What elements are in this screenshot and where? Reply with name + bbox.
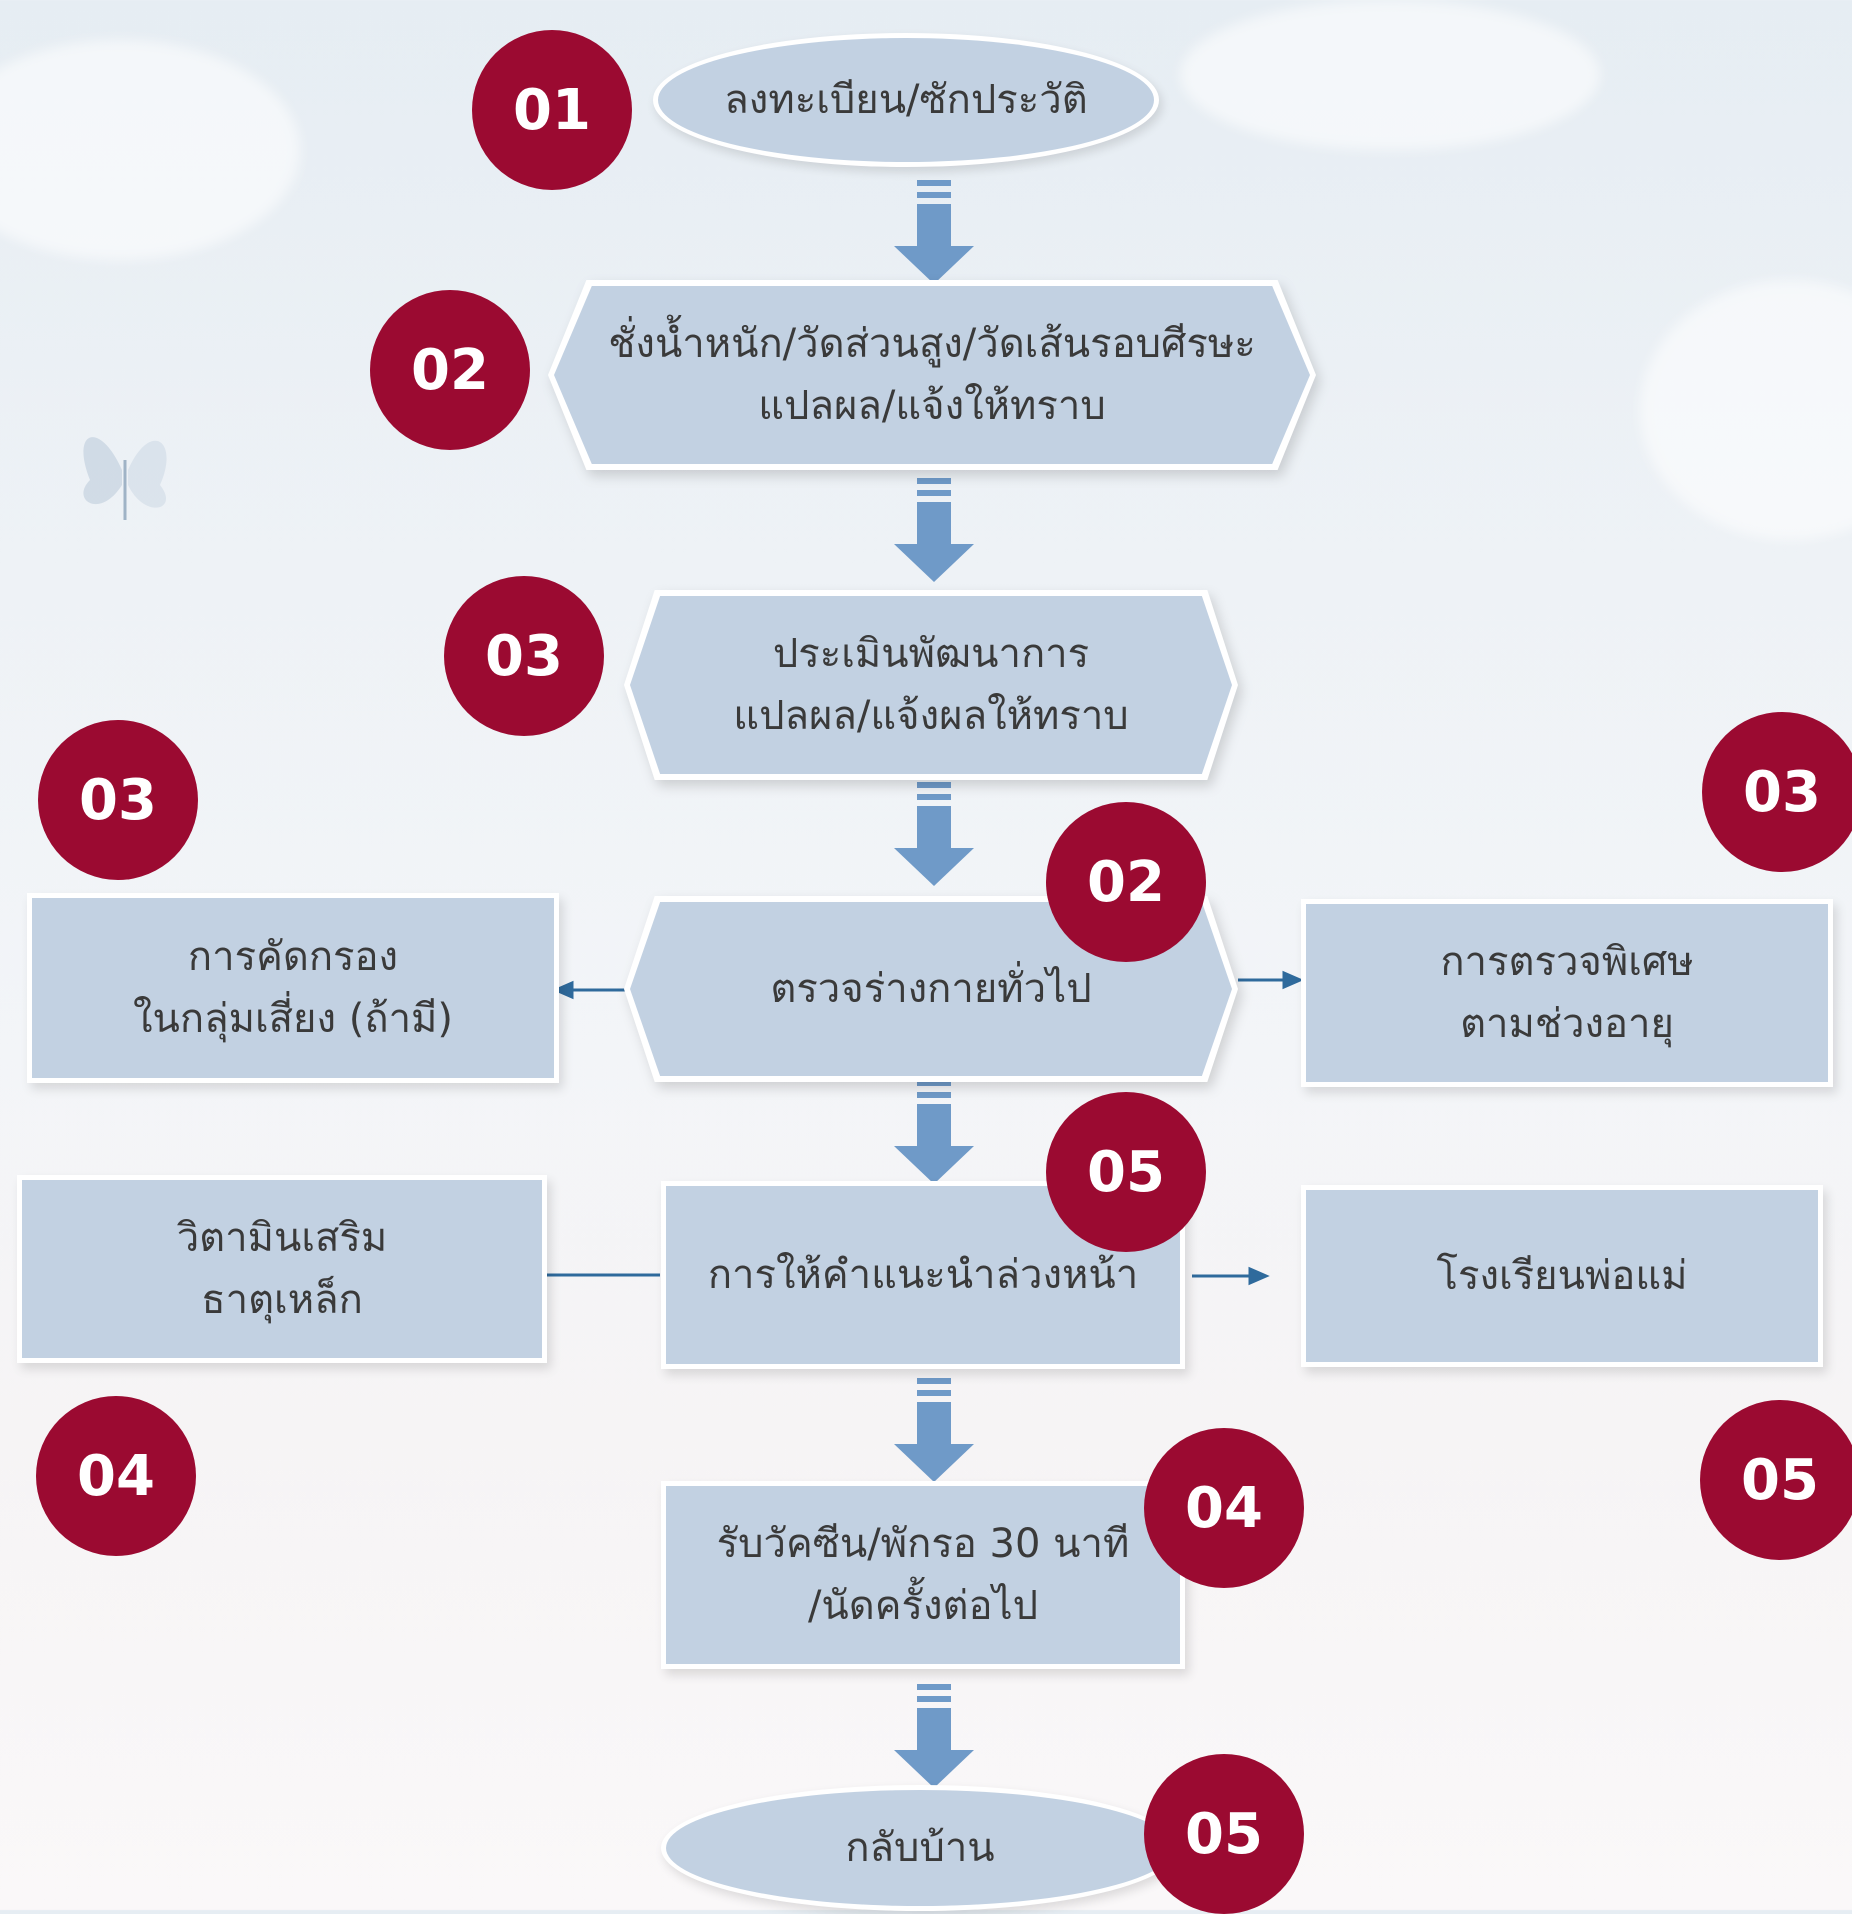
- step-badge: 05: [1700, 1400, 1852, 1560]
- node-screening-line2: ในกลุ่มเสี่ยง (ถ้ามี): [133, 996, 453, 1042]
- node-exam-label: ตรวจร่างกายทั่วไป: [770, 966, 1092, 1012]
- node-develop: ประเมินพัฒนาการ แปลผล/แจ้งผลให้ทราบ: [624, 590, 1238, 780]
- butterfly-icon: [83, 437, 167, 520]
- node-develop-line1: ประเมินพัฒนาการ: [772, 631, 1090, 677]
- node-parents-school-label: โรงเรียนพ่อแม่: [1436, 1253, 1688, 1299]
- step-badge: 01: [472, 30, 632, 190]
- node-special-exam-line2: ตามช่วงอายุ: [1460, 1001, 1674, 1047]
- node-register-label: ลงทะเบียน/ซักประวัติ: [724, 77, 1088, 123]
- node-advice-label: การให้คำแนะนำล่วงหน้า: [707, 1252, 1139, 1298]
- node-vitamins-line1: วิตามินเสริม: [176, 1215, 388, 1261]
- node-special-exam: การตรวจพิเศษ ตามช่วงอายุ: [1306, 904, 1828, 1082]
- node-home-label: กลับบ้าน: [845, 1825, 995, 1871]
- step-badge: 03: [444, 576, 604, 736]
- background-cloud: [0, 40, 300, 260]
- node-vitamins: วิตามินเสริม ธาตุเหล็ก: [22, 1180, 542, 1358]
- step-badge: 04: [1144, 1428, 1304, 1588]
- node-register: ลงทะเบียน/ซักประวัติ: [658, 38, 1154, 162]
- node-vaccine: รับวัคซีน/พักรอ 30 นาที /นัดครั้งต่อไป: [666, 1486, 1180, 1664]
- arrow-exam-to-advice: [894, 1080, 974, 1184]
- step-badge: 05: [1046, 1092, 1206, 1252]
- node-screening-line1: การคัดกรอง: [187, 934, 399, 980]
- step-badge: 05: [1144, 1754, 1304, 1914]
- node-weigh-line2: แปลผล/แจ้งให้ทราบ: [758, 383, 1106, 429]
- step-badge: 03: [38, 720, 198, 880]
- step-badge: 03: [1702, 712, 1852, 872]
- node-weigh-line1: ชั่งน้ำหนัก/วัดส่วนสูง/วัดเส้นรอบศีรษะ: [608, 321, 1256, 367]
- node-develop-line2: แปลผล/แจ้งผลให้ทราบ: [733, 693, 1129, 739]
- background-cloud: [1180, 0, 1600, 150]
- arrow-advice-to-vaccine: [894, 1378, 974, 1482]
- node-vaccine-line2: /นัดครั้งต่อไป: [807, 1583, 1039, 1629]
- step-badge: 02: [370, 290, 530, 450]
- node-special-exam-line1: การตรวจพิเศษ: [1440, 939, 1694, 985]
- node-vitamins-line2: ธาตุเหล็ก: [201, 1277, 363, 1323]
- step-badge: 02: [1046, 802, 1206, 962]
- arrow-vaccine-to-home: [894, 1684, 974, 1788]
- arrow-develop-to-exam: [894, 782, 974, 886]
- node-weigh: ชั่งน้ำหนัก/วัดส่วนสูง/วัดเส้นรอบศีรษะ แ…: [548, 280, 1316, 470]
- node-vaccine-line1: รับวัคซีน/พักรอ 30 นาที: [716, 1521, 1130, 1567]
- node-parents-school: โรงเรียนพ่อแม่: [1306, 1190, 1818, 1362]
- step-badge: 04: [36, 1396, 196, 1556]
- node-home: กลับบ้าน: [666, 1790, 1174, 1906]
- arrow-weigh-to-develop: [894, 478, 974, 582]
- arrow-register-to-weigh: [894, 180, 974, 284]
- node-screening: การคัดกรอง ในกลุ่มเสี่ยง (ถ้ามี): [32, 898, 554, 1078]
